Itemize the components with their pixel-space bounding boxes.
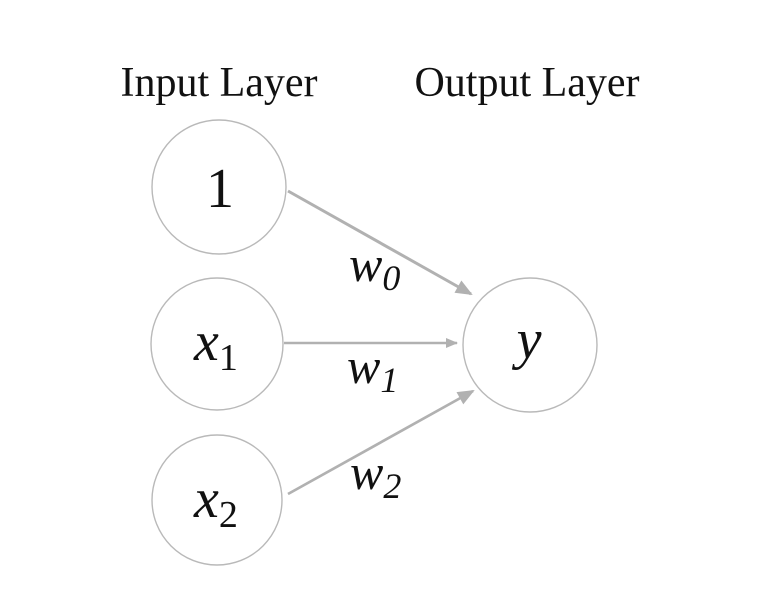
weight-w2-subscript: 2 <box>383 466 401 506</box>
weight-w0-subscript: 0 <box>382 258 400 298</box>
weight-label-w2: w2 <box>350 444 401 506</box>
weight-label-w1: w1 <box>347 338 398 400</box>
weight-label-w0: w0 <box>349 236 400 298</box>
node-x1: x1 <box>150 277 284 411</box>
weight-w0-base: w <box>349 236 382 292</box>
node-y: y <box>462 277 598 413</box>
node-x2-subscript: 2 <box>219 494 238 536</box>
node-x2-circle <box>151 434 283 566</box>
node-bias: 1 <box>151 119 287 255</box>
node-x1-label: x1 <box>193 311 238 379</box>
node-y-circle <box>462 277 598 413</box>
weight-w2-base: w <box>350 444 383 500</box>
node-x2-label: x2 <box>193 468 238 536</box>
node-bias-label: 1 <box>206 158 234 220</box>
input-layer-title: Input Layer <box>120 60 317 106</box>
node-y-label: y <box>512 309 542 371</box>
output-layer-title: Output Layer <box>414 60 639 106</box>
node-bias-circle <box>151 119 287 255</box>
weight-w1-subscript: 1 <box>380 360 398 400</box>
node-x1-base: x <box>193 311 219 373</box>
node-x2: x2 <box>151 434 283 566</box>
weight-w1-base: w <box>347 338 380 394</box>
edge-w2-line <box>287 389 475 496</box>
node-x1-subscript: 1 <box>219 337 238 379</box>
node-x1-circle <box>150 277 284 411</box>
node-x2-base: x <box>193 468 219 530</box>
edge-w0-line <box>287 189 473 296</box>
